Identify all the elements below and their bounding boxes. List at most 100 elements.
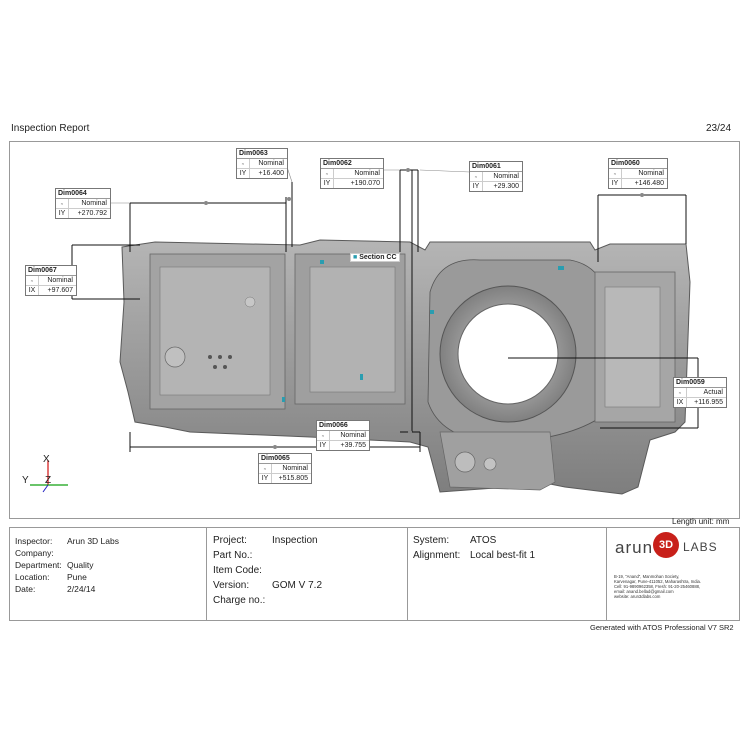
system-column: System: ATOS Alignment: Local best-fit 1 <box>408 528 607 620</box>
dim-type: Nominal <box>258 160 284 167</box>
dim-axis: IX <box>26 286 39 295</box>
dim-value: +16.400 <box>258 170 285 177</box>
dim-axis: IY <box>56 209 69 218</box>
dim-axis: IY <box>237 169 250 178</box>
dim-axis: IY <box>259 474 272 483</box>
dim-name: Dim0065 <box>259 454 311 464</box>
system-label: System: <box>413 535 450 546</box>
dim-type: Actual <box>703 389 723 396</box>
itemcode-label: Item Code: <box>213 565 262 576</box>
inspector-column: Inspector: Arun 3D Labs Company: Departm… <box>10 528 207 620</box>
tolerance-icon: ≈ <box>317 431 330 440</box>
tolerance-icon: ≈ <box>321 169 334 178</box>
address-line: Cell: 91-9890962358, Fresh: 91-20-254608… <box>614 584 701 589</box>
dim-axis: IY <box>317 441 330 450</box>
dim-type: Nominal <box>81 200 107 207</box>
dim-callout[interactable]: Dim0065 ≈ Nominal IY +515.805 <box>258 453 312 484</box>
tolerance-icon: ≈ <box>56 199 69 208</box>
dim-name: Dim0064 <box>56 189 110 199</box>
partno-label: Part No.: <box>213 550 253 561</box>
dim-type: Nominal <box>47 277 73 284</box>
project-value: Inspection <box>272 535 318 546</box>
date-value: 2/24/14 <box>67 584 96 594</box>
dim-callout[interactable]: Dim0061 ≈ Nominal IY +29.300 <box>469 161 523 192</box>
report-title: Inspection Report <box>11 123 90 134</box>
dim-name: Dim0062 <box>321 159 383 169</box>
dim-type: Nominal <box>638 170 664 177</box>
dim-callout[interactable]: Dim0062 ≈ Nominal IY +190.070 <box>320 158 384 189</box>
dim-callout[interactable]: Dim0059 ≈Actual IX+116.955 <box>673 377 727 408</box>
dim-type: Nominal <box>493 173 519 180</box>
dim-value: +515.805 <box>278 475 308 482</box>
inspection-view[interactable]: X Y Z ■ Section CC Dim0063 ≈Nominal IY+1… <box>9 141 740 519</box>
project-label: Project: <box>213 535 247 546</box>
alignment-label: Alignment: <box>413 550 461 561</box>
tolerance-icon: ≈ <box>26 276 39 285</box>
dim-name: Dim0063 <box>237 149 287 159</box>
dim-callout[interactable]: Dim0067 ≈ Nominal IX +97.607 <box>25 265 77 296</box>
logo-text-left: arun <box>615 538 654 557</box>
dim-callout[interactable]: Dim0063 ≈ Nominal IY +16.400 <box>236 148 288 179</box>
dim-type: Nominal <box>282 465 308 472</box>
axis-triad <box>30 460 68 493</box>
dim-callout[interactable]: Dim0066 ≈ Nominal IY +39.755 <box>316 420 370 451</box>
company-label: Company: <box>15 548 54 558</box>
dim-value: +190.070 <box>350 180 380 187</box>
tolerance-icon: ≈ <box>259 464 272 473</box>
dim-value: +146.480 <box>634 180 664 187</box>
logo-3d-badge: 3D <box>653 532 679 558</box>
dim-axis: IY <box>470 182 483 191</box>
system-value: ATOS <box>470 535 497 546</box>
location-label: Location: <box>15 572 50 582</box>
address-line: B-19, "Anand", Manmohan Society, <box>614 574 680 579</box>
department-value: Quality <box>67 560 94 570</box>
version-value: GOM V 7.2 <box>272 580 323 591</box>
logo-address: B-19, "Anand", Manmohan Society, Karvena… <box>614 574 736 599</box>
dim-name: Dim0059 <box>674 378 726 388</box>
tolerance-icon: ≈ <box>609 169 622 178</box>
tolerance-icon: ≈ <box>470 172 483 181</box>
inspector-value: Arun 3D Labs <box>67 536 119 546</box>
center-bore <box>457 303 559 405</box>
dim-name: Dim0060 <box>609 159 667 169</box>
dim-value: +29.300 <box>493 183 520 190</box>
section-label-text: Section CC <box>359 254 397 261</box>
version-label: Version: <box>213 580 250 591</box>
inspector-label: Inspector: <box>15 536 53 546</box>
address-line: website: arun3dlabs.com <box>614 594 661 599</box>
dim-callout[interactable]: Dim0060 ≈ Nominal IY +146.480 <box>608 158 668 189</box>
project-column: Project: Inspection Part No.: Item Code:… <box>207 528 408 620</box>
charge-label: Charge no.: <box>213 595 266 606</box>
axis-y-label: Y <box>22 475 29 486</box>
tolerance-icon: ≈ <box>674 388 687 397</box>
length-unit: Length unit: mm <box>672 517 730 526</box>
dim-name: Dim0061 <box>470 162 522 172</box>
dim-type: Nominal <box>354 170 380 177</box>
dimension-lines <box>71 169 699 452</box>
report-footer: Inspector: Arun 3D Labs Company: Departm… <box>9 527 740 621</box>
company-logo-area: arun 3D LABS B-19, "Anand", Manmohan Soc… <box>607 528 739 620</box>
dim-value: +97.607 <box>47 287 74 294</box>
alignment-value: Local best-fit 1 <box>470 550 536 561</box>
dim-callout[interactable]: Dim0064 ≈ Nominal IY +270.792 <box>55 188 111 219</box>
part-scan-image <box>30 163 700 495</box>
section-icon: ■ <box>353 254 358 261</box>
dim-type: Nominal <box>340 432 366 439</box>
dim-axis: IY <box>321 179 334 188</box>
address-line: email: anand.bellad@gmail.com <box>614 589 674 594</box>
dim-name: Dim0066 <box>317 421 369 431</box>
dim-axis: IY <box>609 179 622 188</box>
page-number: 23/24 <box>706 123 732 134</box>
tolerance-icon: ≈ <box>237 159 250 168</box>
address-line: Karvenagar, Pune-411052, Maharashtra, In… <box>614 579 701 584</box>
dim-value: +116.955 <box>694 399 723 406</box>
dim-value: +39.755 <box>340 442 367 449</box>
dim-value: +270.792 <box>77 210 107 217</box>
dim-name: Dim0067 <box>26 266 76 276</box>
logo-text-right: LABS <box>683 540 718 554</box>
location-value: Pune <box>67 572 87 582</box>
axis-z-label: Z <box>45 475 52 486</box>
section-label[interactable]: ■ Section CC <box>350 253 400 262</box>
generated-note: Generated with ATOS Professional V7 SR2 <box>590 623 734 632</box>
department-label: Department: <box>15 560 62 570</box>
